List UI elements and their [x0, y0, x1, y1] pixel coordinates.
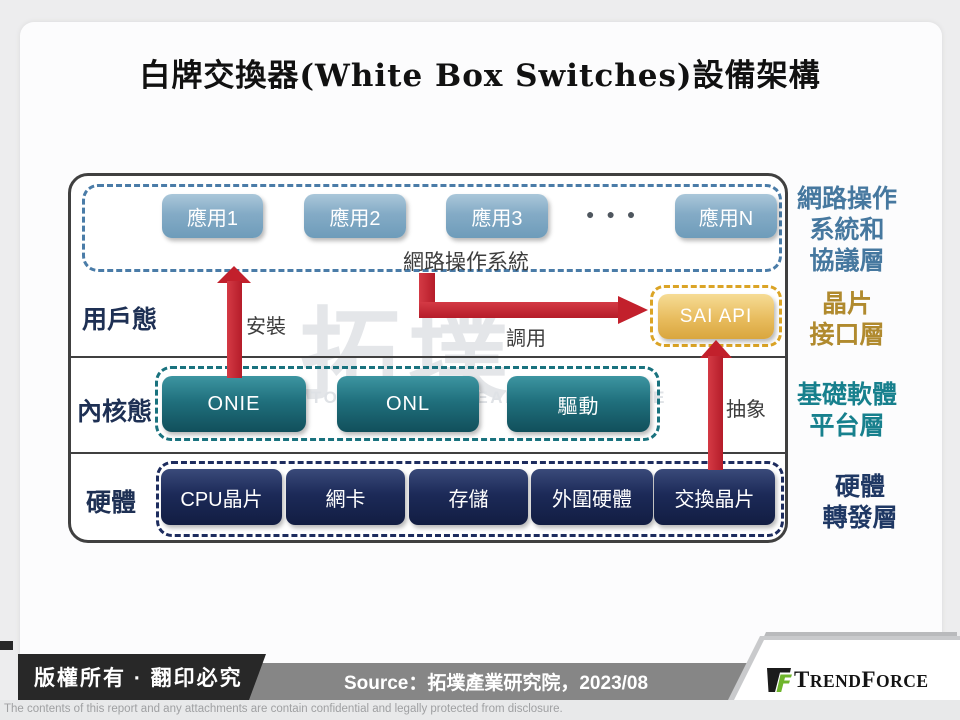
layer-line: 接口層 — [809, 321, 885, 349]
page-title: 白牌交換器(White Box Switches)設備架構 — [139, 58, 821, 94]
peripheral-hw-box: 外圍硬體 — [531, 469, 653, 525]
disclaimer-strip — [0, 700, 960, 720]
abstract-arrow-label: 抽象 — [726, 399, 766, 421]
app-box-3: 應用3 — [446, 194, 548, 238]
mode-label-hardware: 硬體 — [86, 489, 137, 517]
install-arrow-label: 安裝 — [246, 316, 286, 338]
onie-box: ONIE — [162, 376, 306, 432]
wordmark-t: T — [794, 667, 810, 692]
abstract-arrow-head-icon — [700, 340, 732, 358]
layer-line: 轉發層 — [822, 504, 898, 532]
storage-box: 存儲 — [409, 469, 528, 525]
mode-label-user: 用戶態 — [82, 306, 158, 334]
wordmark-orce: ORCE — [876, 671, 929, 691]
app-box-1: 應用1 — [162, 194, 263, 238]
layer-label-hw-forwarding: 硬體 轉發層 — [794, 472, 926, 534]
source-text: Source：拓墣產業研究院，2023/08 — [343, 673, 649, 694]
invoke-arrow-horizontal-shaft — [419, 302, 618, 318]
trendforce-wordmark: TRENDFORCE — [794, 667, 929, 693]
disclaimer-text: The contents of this report and any atta… — [4, 703, 563, 715]
layer-line: 協議層 — [809, 247, 885, 275]
install-arrow-head-icon — [217, 266, 251, 283]
layer-line: 平台層 — [809, 412, 885, 440]
mode-label-kernel: 內核態 — [77, 398, 153, 426]
copyright-banner-sliver — [0, 641, 13, 650]
more-apps-dots: ●●● — [586, 206, 648, 222]
nic-box: 網卡 — [286, 469, 405, 525]
hardware-dashed-group — [156, 461, 784, 537]
sai-api-box: SAI API — [658, 294, 774, 339]
app-box-2: 應用2 — [304, 194, 406, 238]
trendforce-logo-icon — [766, 666, 792, 697]
layer-line: 晶片 — [821, 290, 872, 318]
copyright-text: 版權所有 · 翻印必究 — [34, 667, 243, 690]
app-box-n: 應用N — [675, 194, 777, 238]
nos-dashed-group — [82, 184, 782, 272]
cpu-chip-box: CPU晶片 — [161, 469, 282, 525]
layer-line: 基礎軟體 — [796, 381, 897, 409]
install-arrow-shaft — [227, 281, 242, 378]
onl-box: ONL — [337, 376, 479, 432]
copyright-banner: 版權所有 · 翻印必究 — [18, 654, 266, 700]
driver-box: 驅動 — [507, 376, 650, 432]
layer-label-base-software: 基礎軟體 平台層 — [781, 380, 913, 442]
source-bar: Source：拓墣產業研究院，2023/08 — [238, 663, 754, 700]
layer-line: 網路操作 — [796, 185, 897, 213]
invoke-arrow-label: 調用 — [506, 328, 546, 350]
layer-line: 系統和 — [809, 216, 885, 244]
invoke-arrow-head-icon — [618, 296, 648, 324]
layer-label-chip-interface: 晶片 接口層 — [781, 289, 913, 351]
layer-label-nos-protocol: 網路操作 系統和 協議層 — [781, 184, 913, 277]
platform-dashed-group — [155, 366, 660, 441]
abstract-arrow-shaft — [708, 356, 723, 470]
nos-label: 網路操作系統 — [403, 251, 529, 274]
wordmark-rend: REND — [809, 671, 862, 691]
layer-line: 硬體 — [834, 473, 885, 501]
row-divider-1 — [70, 356, 786, 358]
row-divider-2 — [70, 452, 786, 454]
switch-chip-box: 交換晶片 — [654, 469, 775, 525]
wordmark-f: F — [861, 667, 876, 692]
